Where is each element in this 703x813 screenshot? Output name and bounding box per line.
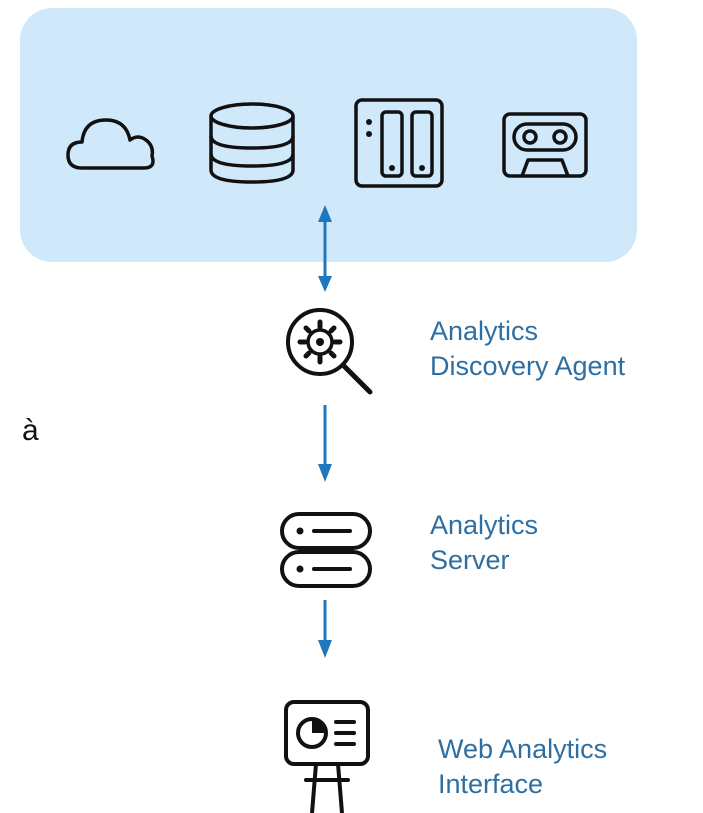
gear-search-icon [286, 308, 373, 395]
web-interface-label-line2: Interface [438, 769, 544, 799]
database-icon [209, 102, 295, 184]
arrow-head-down [318, 640, 332, 658]
server-label-line1: Analytics [430, 510, 539, 540]
server-label-line2: Server [430, 545, 510, 575]
stray-character: à [22, 414, 39, 447]
discovery-agent-label: Analytics Discovery Agent [430, 314, 625, 384]
arrow-head-down [318, 276, 332, 292]
server-rack-icon [280, 512, 372, 588]
monitor-chart-icon [284, 700, 370, 813]
discovery-agent-label-line2: Discovery Agent [430, 351, 626, 381]
tape-cassette-icon [502, 112, 588, 178]
web-interface-label-line1: Web Analytics [438, 734, 608, 764]
discovery-agent-label-line1: Analytics [430, 316, 539, 346]
server-label: Analytics Server [430, 508, 538, 578]
arrow-head-down [318, 464, 332, 482]
arrow-head-up [318, 205, 332, 222]
web-interface-label: Web Analytics Interface [438, 732, 607, 802]
nas-server-icon [354, 98, 444, 188]
cloud-icon [66, 118, 155, 170]
